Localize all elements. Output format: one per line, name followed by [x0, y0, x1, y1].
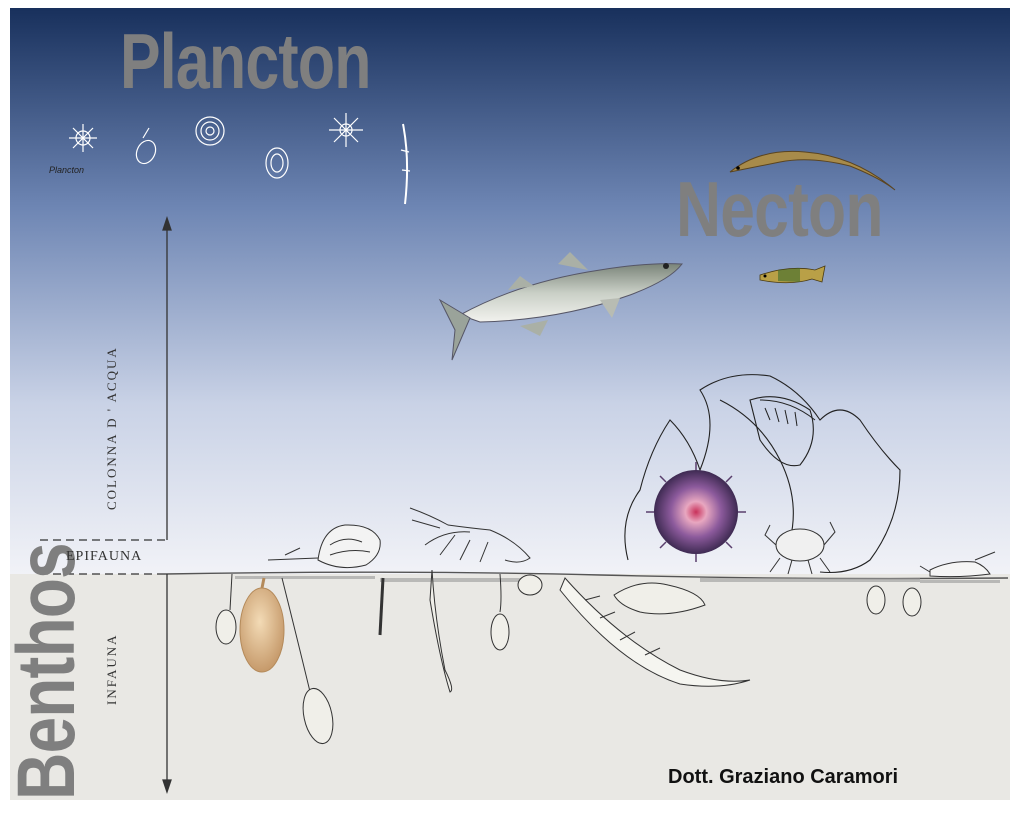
- necton-title: Necton: [676, 170, 883, 248]
- plancton-title: Plancton: [120, 22, 371, 100]
- sea-anemone: [654, 470, 738, 554]
- water-column-label: COLONNA D ' ACQUA: [104, 346, 120, 510]
- author-credit: Dott. Graziano Caramori: [668, 766, 898, 789]
- benthos-title: Benthos: [6, 543, 88, 800]
- infauna-label: INFAUNA: [104, 633, 120, 705]
- epifauna-label: EPIFAUNA: [66, 549, 142, 565]
- plancton-caption: Plancton: [49, 165, 84, 175]
